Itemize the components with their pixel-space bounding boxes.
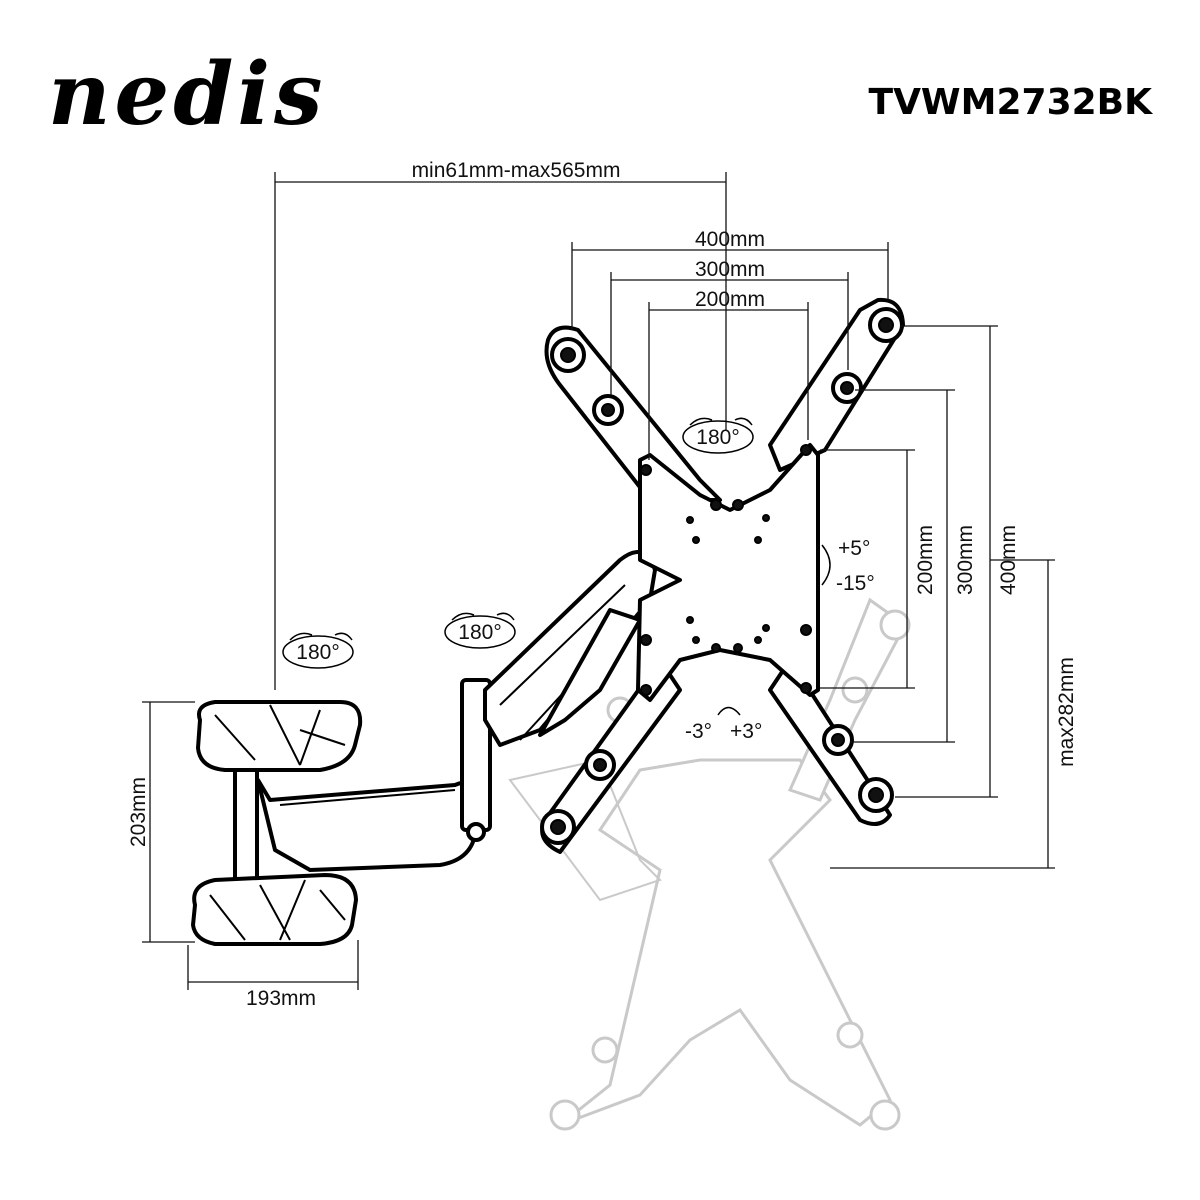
base-height-label: 203mm	[127, 777, 150, 847]
tilt-annotation: +5° -15°	[821, 537, 875, 595]
vesa-h-400-label: 400mm	[695, 228, 765, 251]
tilt-up-label: +5°	[838, 537, 870, 560]
vesa-v-400-label: 400mm	[997, 525, 1020, 595]
swivel-right-label: +3°	[730, 720, 762, 743]
lower-arm	[256, 678, 492, 872]
rotation-top-label: 180°	[696, 426, 739, 449]
wall-base	[191, 700, 363, 946]
rotation-arm-label: 180°	[458, 621, 501, 644]
rotation-annotation-wall: 180°	[282, 632, 354, 669]
dimension-lines	[142, 172, 1055, 990]
vesa-plate	[540, 297, 905, 854]
swivel-left-label: -3°	[685, 720, 712, 743]
vesa-v-200-label: 200mm	[914, 525, 937, 595]
tilt-down-label: -15°	[836, 572, 875, 595]
base-width-label: 193mm	[246, 987, 316, 1010]
max-height-label: max282mm	[1055, 657, 1078, 767]
rotation-annotation-top: 180°	[682, 417, 754, 454]
vesa-h-200-label: 200mm	[695, 288, 765, 311]
ghost-plate	[508, 597, 911, 1131]
rotation-annotation-arm: 180°	[444, 612, 516, 649]
model-number: TVWM2732BK	[868, 82, 1152, 123]
rotation-wall-label: 180°	[296, 641, 339, 664]
vesa-v-300-label: 300mm	[954, 525, 977, 595]
swivel-annotation: -3° +3°	[685, 706, 762, 743]
vesa-h-300-label: 300mm	[695, 258, 765, 281]
nedis-logo: nedis	[48, 44, 327, 145]
reach-label: min61mm-max565mm	[412, 159, 621, 182]
